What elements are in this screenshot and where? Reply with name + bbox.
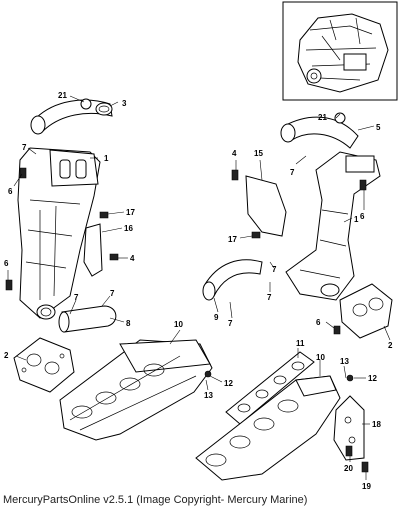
callout-19: 19 (362, 482, 371, 490)
bracket-15 (245, 175, 287, 237)
callout-7b: 7 (74, 293, 79, 302)
callout-8: 8 (126, 319, 131, 328)
copyright-footer: MercuryPartsOnline v2.5.1 (Image Copyrig… (3, 494, 308, 506)
callout-4b: 4 (232, 149, 237, 158)
right-riser-elbow (285, 151, 381, 301)
callout-15: 15 (254, 149, 263, 158)
callout-7c: 7 (110, 289, 115, 298)
callout-7d: 7 (290, 168, 295, 177)
exhaust-manifold-right (195, 375, 341, 481)
callout-17a: 17 (126, 208, 135, 217)
callout-7g: 7 (228, 319, 233, 328)
callout-5: 5 (376, 123, 381, 132)
callout-1a: 1 (104, 154, 109, 163)
callout-1b: 1 (354, 215, 359, 224)
gasket-11 (225, 351, 315, 425)
callout-13b: 13 (340, 357, 349, 366)
callout-7a: 7 (22, 143, 27, 152)
gasket-2-right (339, 283, 393, 339)
callout-2a: 2 (4, 351, 9, 360)
callout-18: 18 (372, 420, 381, 429)
callout-16: 16 (124, 224, 133, 233)
left-riser-elbow (17, 147, 101, 320)
drain-plug-12-right (346, 374, 354, 382)
callout-3: 3 (122, 99, 127, 108)
callout-10b: 10 (316, 353, 325, 362)
callout-11: 11 (296, 339, 305, 348)
gasket-2-left (13, 337, 75, 393)
callout-6b: 6 (4, 259, 9, 268)
hose-5 (280, 112, 359, 149)
callout-labels: 21 3 1 7 6 17 16 4 6 7 7 8 2 10 12 13 21… (4, 91, 393, 490)
callout-7f: 7 (267, 293, 272, 302)
callout-21a: 21 (58, 91, 67, 100)
hose-9 (202, 259, 263, 301)
hose-8 (58, 305, 117, 333)
hose-clamp (80, 98, 92, 110)
callout-10a: 10 (174, 320, 183, 329)
callout-4a: 4 (130, 254, 135, 263)
hose-3 (30, 99, 113, 135)
callout-7e: 7 (272, 265, 277, 274)
fasteners (5, 167, 369, 473)
callout-17b: 17 (228, 235, 237, 244)
callout-2b: 2 (388, 341, 393, 350)
leader-lines (7, 95, 391, 480)
callout-21b: 21 (318, 113, 327, 122)
bracket-18 (333, 395, 365, 461)
engine-inset-thumbnail (282, 1, 398, 101)
callout-6d: 6 (316, 318, 321, 327)
drain-plug-12-left (204, 370, 212, 378)
callout-6a: 6 (8, 187, 13, 196)
bracket-16 (83, 223, 103, 277)
exhaust-manifold-left (59, 339, 213, 441)
callout-6c: 6 (360, 212, 365, 221)
exploded-parts-diagram: 21 3 1 7 6 17 16 4 6 7 7 8 2 10 12 13 21… (4, 1, 398, 490)
callout-12b: 12 (368, 374, 377, 383)
callout-12a: 12 (224, 379, 233, 388)
callout-9: 9 (214, 313, 219, 322)
callout-20: 20 (344, 464, 353, 473)
callout-13a: 13 (204, 391, 213, 400)
